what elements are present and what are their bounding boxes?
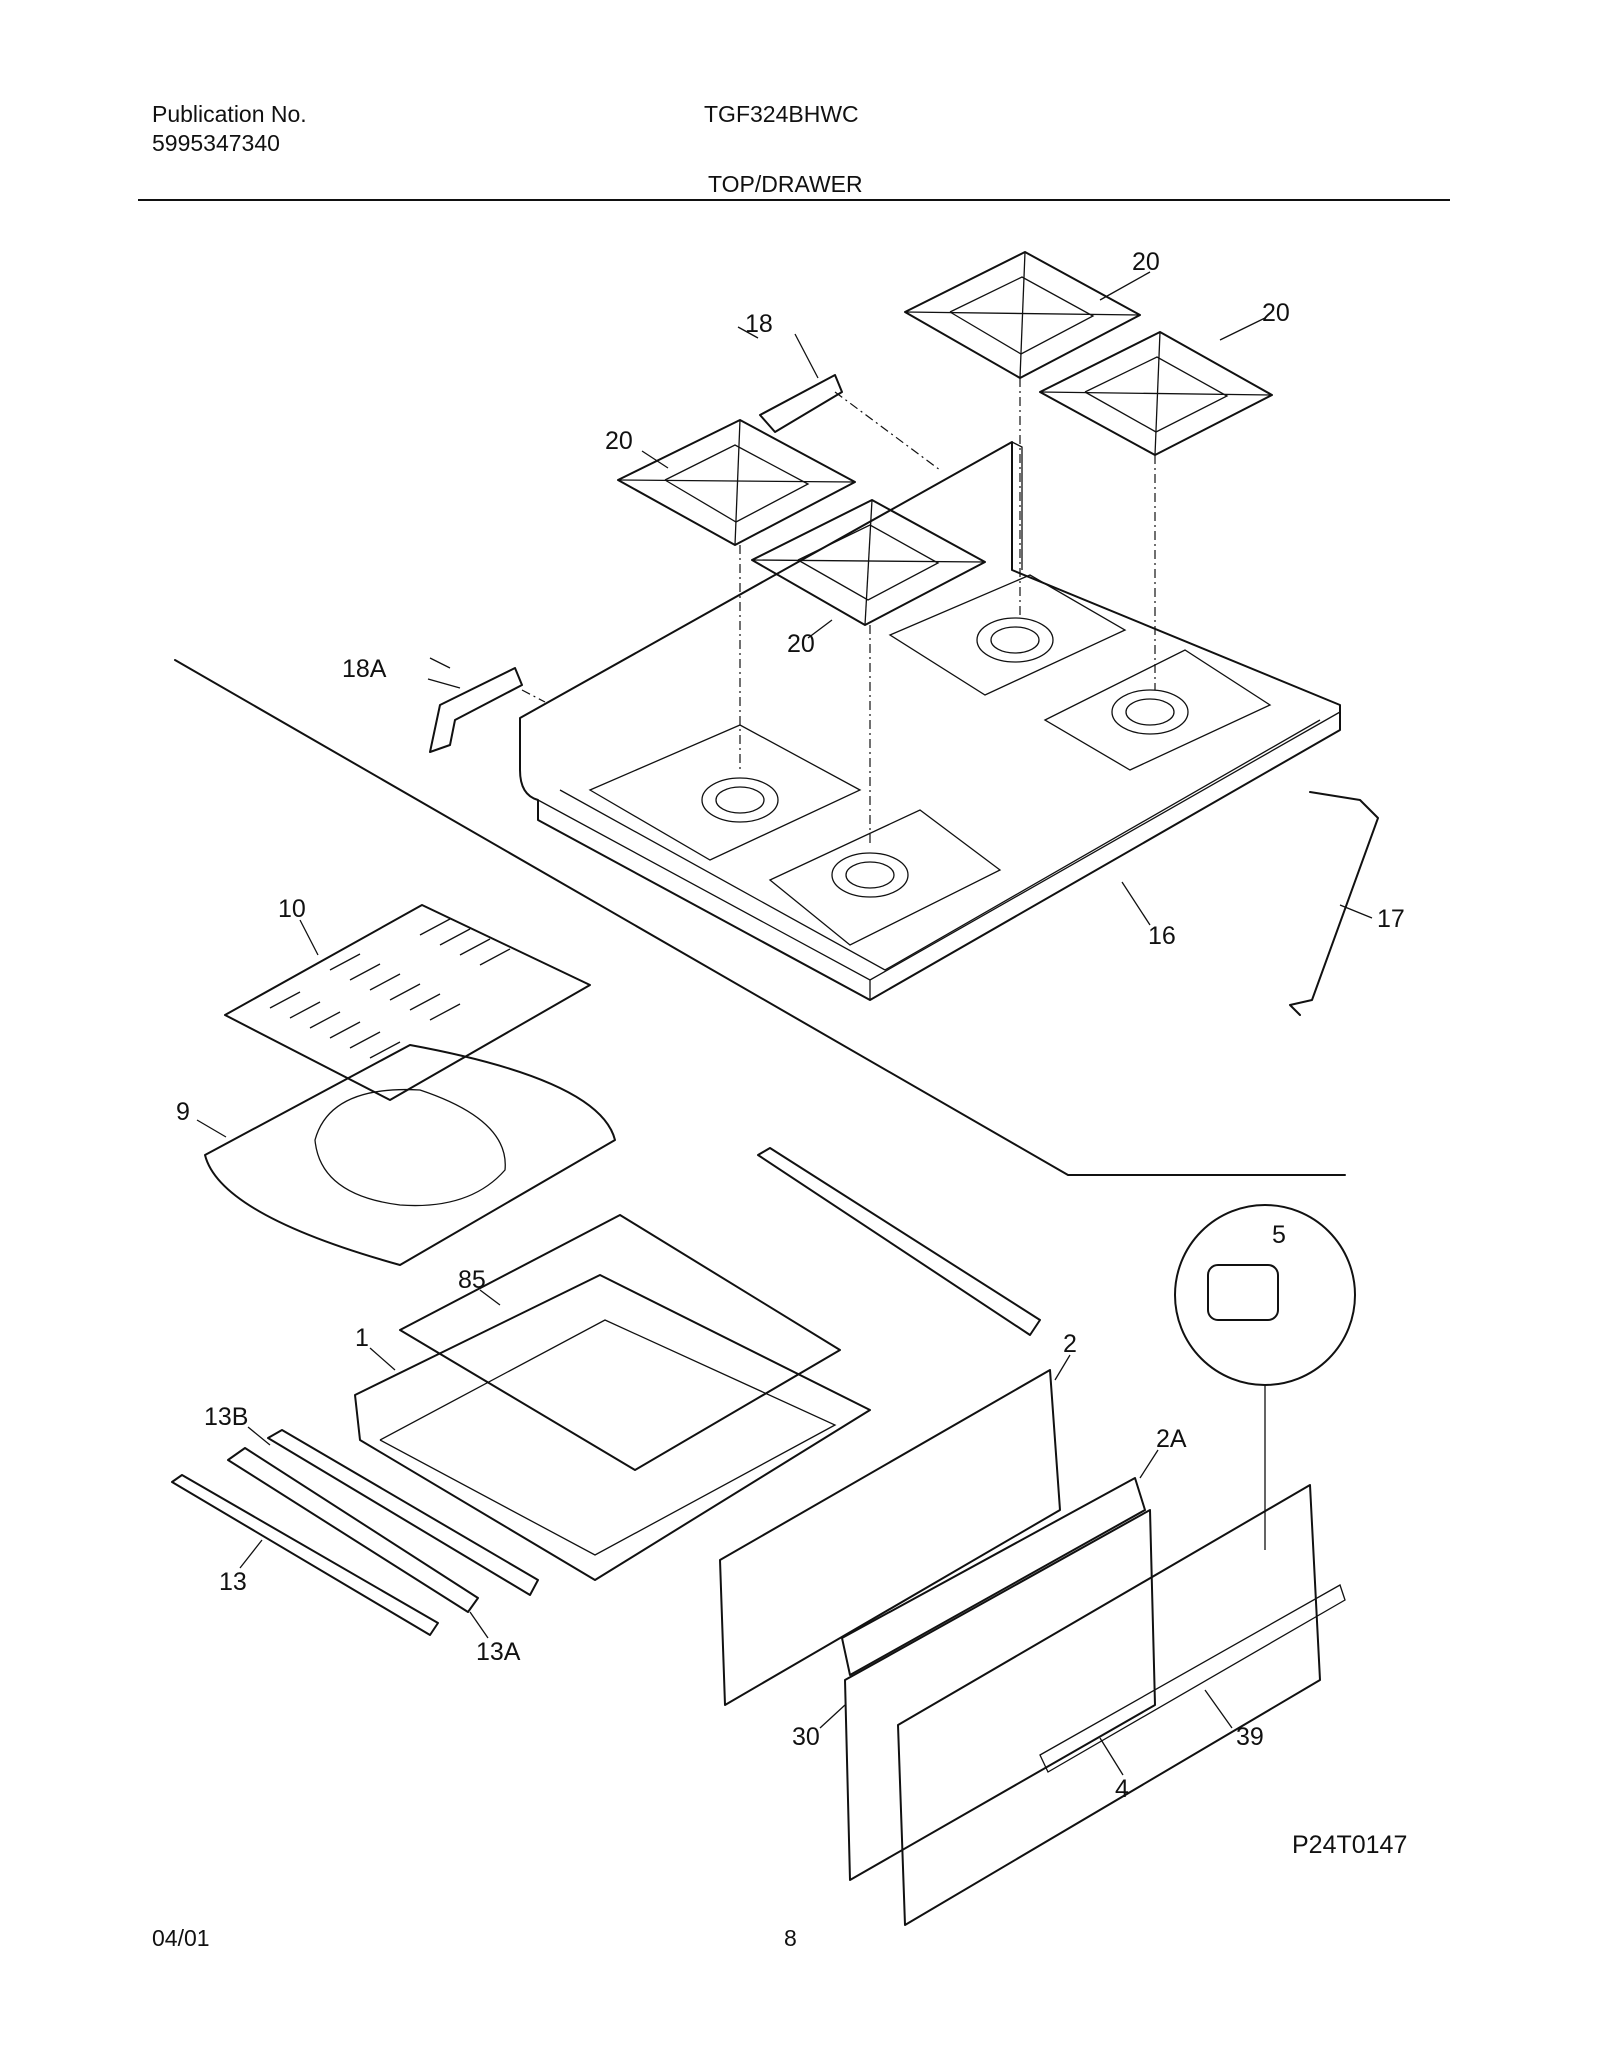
header-rule [138,199,1450,201]
callout-85: 85 [458,1266,486,1294]
callout-20-rear-right: 20 [1262,299,1290,327]
slide-rail-part-13b[interactable] [267,1429,539,1596]
rail-part-2[interactable] [719,1369,1061,1706]
callout-20-rear-left: 20 [1132,248,1160,276]
slide-rail-part-13a[interactable] [227,1447,479,1613]
drawer-body-part-1[interactable] [354,1274,871,1581]
callout-30: 30 [792,1723,820,1751]
drawer-front-part-4[interactable] [897,1484,1346,1926]
bracket-part-18[interactable] [737,326,843,433]
grate-part-20-front-left[interactable] [617,419,856,546]
callout-18a: 18A [342,655,387,683]
model-number: TGF324BHWC [704,101,859,127]
panel-part-2a[interactable] [841,1477,1156,1881]
callout-17: 17 [1377,905,1405,933]
slide-rail-part-13[interactable] [171,1474,439,1636]
callout-13b: 13B [204,1403,248,1431]
page-number: 8 [784,1925,797,1951]
callout-4: 4 [1115,1775,1129,1803]
section-title: TOP/DRAWER [708,171,863,197]
callout-2a: 2A [1156,1425,1187,1453]
callout-20-front-left: 20 [605,427,633,455]
grate-part-20-rear-right[interactable] [1039,331,1273,456]
leader-lines [196,271,1373,1776]
knob-part-5-detail[interactable] [1174,1204,1356,1550]
drawer-rack-part-85[interactable] [399,1214,841,1471]
figure-id: P24T0147 [1292,1831,1407,1859]
section-divider-line [174,659,1346,1176]
rail-upper[interactable] [757,1147,1041,1336]
broiler-rack-part-10[interactable] [224,904,591,1101]
footer-date: 04/01 [152,1925,210,1951]
callout-13: 13 [219,1568,247,1596]
broiler-pan-part-9[interactable] [204,1044,616,1266]
callout-13a: 13A [476,1638,521,1666]
callout-1: 1 [355,1324,369,1352]
callout-10: 10 [278,895,306,923]
callout-9: 9 [176,1098,190,1126]
publication-label: Publication No. [152,101,307,127]
callout-16: 16 [1148,922,1176,950]
callout-2: 2 [1063,1330,1077,1358]
wire-part-17[interactable] [1289,791,1379,1016]
publication-number: 5995347340 [152,130,280,156]
callout-20-front-right: 20 [787,630,815,658]
grate-part-20-rear-left[interactable] [904,251,1141,379]
callout-18: 18 [745,310,773,338]
callout-39: 39 [1236,1723,1264,1751]
grate-part-20-front-right[interactable] [751,499,986,626]
callout-5: 5 [1272,1221,1286,1249]
alignment-lines [521,378,1156,845]
bracket-part-18a[interactable] [429,657,523,753]
cooktop-part-16[interactable] [519,441,1341,1001]
